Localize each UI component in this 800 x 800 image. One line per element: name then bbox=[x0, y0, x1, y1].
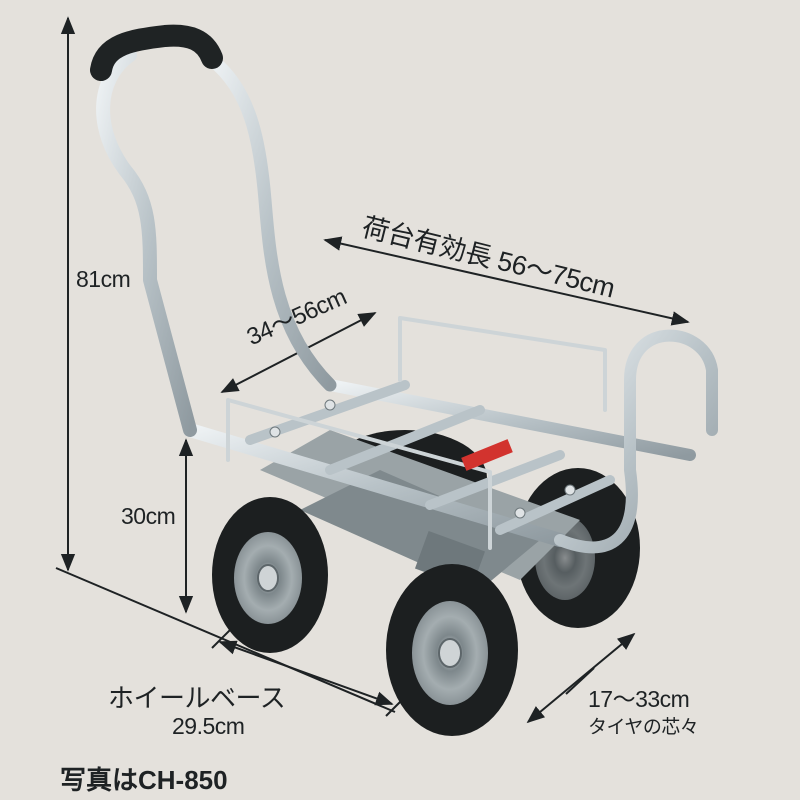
front-right-wheel bbox=[386, 564, 518, 736]
track-leader bbox=[565, 667, 595, 695]
wheelbase-title: ホイールベース bbox=[108, 683, 286, 713]
photo-caption: 写真はCH-850 bbox=[60, 765, 228, 795]
bed-height-label: 30cm bbox=[121, 503, 176, 529]
tire-track-value: 17～33cm bbox=[588, 686, 690, 712]
overall-height-label: 81cm bbox=[76, 266, 131, 292]
bed-length-arrow bbox=[323, 236, 690, 326]
wheelbase-arrow bbox=[218, 640, 394, 706]
wheelbase-value: 29.5cm bbox=[172, 713, 245, 739]
front-left-wheel bbox=[212, 497, 328, 653]
tire-track-title: タイヤの芯々 bbox=[588, 717, 699, 738]
product-sticker bbox=[461, 439, 513, 471]
track-arrow bbox=[526, 632, 636, 724]
bolts bbox=[269, 399, 576, 519]
cart-frame bbox=[90, 24, 718, 554]
